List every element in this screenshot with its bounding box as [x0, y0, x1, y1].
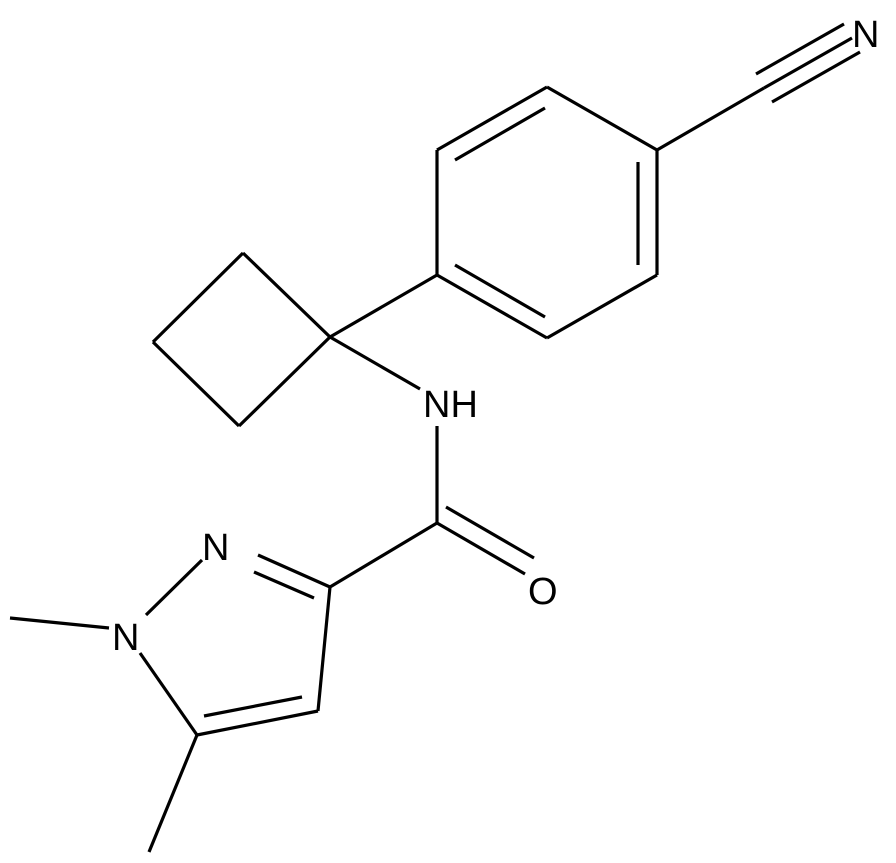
o-carbonyl-label: O: [528, 571, 558, 613]
bond-cyclobutane-4: [237, 335, 332, 428]
bond-cyclobutyl-nh: [329, 335, 421, 391]
bond-carbonyl-pyrazole: [329, 521, 438, 589]
bond-triple-nitrile-3: [771, 50, 861, 104]
cyclobutane-ring: [151, 251, 332, 428]
nitrile-group: [656, 22, 861, 152]
carbonyl-group: [436, 505, 535, 576]
bond-carbonyl-double-1: [436, 521, 526, 576]
bond-aryl-cyclobutyl: [329, 273, 438, 339]
bond-c5-methyl: [147, 734, 199, 853]
bond-triple-nitrile-2: [755, 22, 845, 76]
bond-benzene-4: [436, 273, 548, 340]
bond-benzene-inner-2: [454, 263, 546, 319]
bond-pyrazole-c3-n2: [257, 553, 331, 589]
bond-benzene-inner-1: [454, 106, 546, 162]
bond-pyrazole-n1-c5: [138, 652, 199, 736]
bond-cyclobutane-2: [151, 251, 245, 344]
bond-n1-methyl: [9, 616, 110, 630]
n-pyrazole-2-label: N: [202, 527, 229, 569]
bond-pyrazole-c5-c4-inner: [203, 695, 303, 718]
bond-aryl-nitrile-carbon: [656, 86, 765, 152]
bond-pyrazole-n2-n1: [144, 558, 204, 617]
bond-benzene-1: [546, 85, 658, 152]
bond-benzene-2: [436, 85, 548, 152]
bond-cyclobutane-1: [241, 251, 332, 339]
n-nitrile-label: N: [852, 14, 879, 56]
bond-pyrazole-c4-c3: [316, 586, 332, 712]
nh-amide-label: NH: [423, 384, 478, 426]
bond-pyrazole-c3-n2-inner: [253, 570, 315, 600]
bond-pyrazole-c5-c4: [196, 709, 319, 737]
n-pyrazole-1-label: N: [112, 617, 139, 659]
pyrazole-ring: [138, 553, 332, 737]
bond-cyclobutane-3: [151, 340, 241, 428]
bond-benzene-5: [546, 273, 658, 340]
bond-triple-nitrile-1: [763, 36, 853, 90]
bond-carbonyl-double-2: [445, 505, 535, 560]
benzene-ring: [435, 85, 659, 340]
